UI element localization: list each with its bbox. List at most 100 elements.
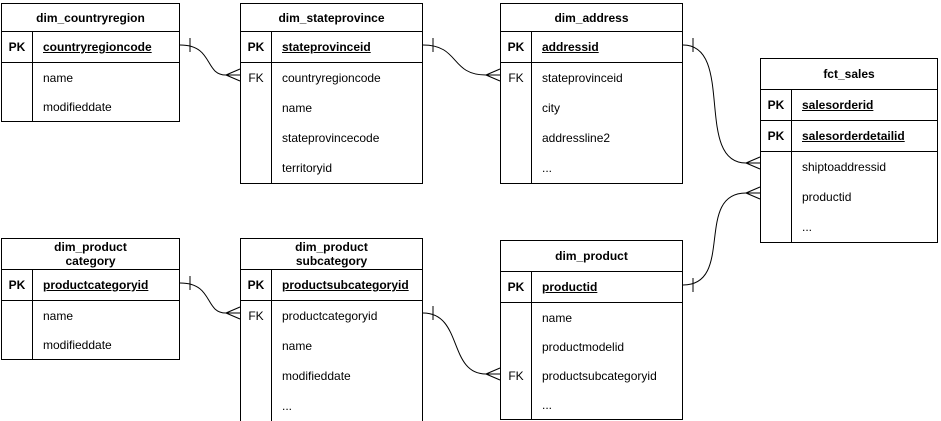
table-row[interactable]: productid	[761, 182, 937, 212]
table-row[interactable]: FK countryregioncode	[241, 63, 422, 93]
field-name: salesorderid	[802, 98, 874, 112]
key-label	[501, 332, 532, 361]
key-label	[241, 331, 272, 361]
key-label	[241, 391, 272, 421]
crow-foot-marker	[745, 186, 761, 200]
table-row[interactable]: stateprovincecode	[241, 123, 422, 153]
table-row[interactable]: PK salesorderdetailid	[761, 121, 937, 152]
crow-foot-marker	[225, 68, 241, 82]
key-label: PK	[761, 90, 792, 120]
entity-table-dim-productcategory[interactable]: dim_product category PK productcategoryi…	[1, 238, 180, 360]
field-name: shiptoaddressid	[802, 160, 887, 174]
key-label	[2, 330, 33, 359]
field-name: name	[282, 339, 313, 353]
key-label	[2, 92, 33, 121]
table-row[interactable]: city	[501, 93, 682, 123]
field-name: productsubcategoryid	[282, 278, 409, 292]
field-name: productcategoryid	[43, 278, 149, 292]
crow-foot-marker	[485, 68, 501, 82]
key-label: PK	[2, 270, 33, 300]
key-label: FK	[241, 63, 272, 93]
field-name: ...	[282, 399, 293, 413]
entity-table-fct-sales[interactable]: fct_sales PK salesorderid PK salesorderd…	[760, 58, 938, 243]
key-label	[761, 152, 792, 182]
entity-title: dim_product category	[2, 239, 179, 270]
table-row[interactable]: productmodelid	[501, 332, 682, 361]
entity-table-dim-stateprovince[interactable]: dim_stateprovince PK stateprovinceid FK …	[240, 3, 423, 184]
table-row[interactable]: FK productsubcategoryid	[501, 361, 682, 390]
table-row[interactable]: name	[2, 63, 179, 92]
table-row[interactable]: modifieddate	[241, 361, 422, 391]
key-label	[241, 93, 272, 123]
entity-title: dim_product	[501, 241, 682, 272]
table-row[interactable]: ...	[761, 212, 937, 242]
field-name: productid	[542, 280, 598, 294]
table-row[interactable]: PK productid	[501, 272, 682, 303]
field-name: stateprovinceid	[542, 71, 623, 85]
field-name: city	[542, 101, 560, 115]
field-name: modifieddate	[43, 337, 112, 352]
table-row[interactable]: ...	[501, 390, 682, 419]
key-label	[2, 301, 33, 330]
key-label: PK	[501, 272, 532, 302]
key-label	[241, 123, 272, 153]
key-label: FK	[501, 361, 532, 390]
key-label	[761, 212, 792, 242]
field-name: productcategoryid	[282, 309, 378, 323]
field-name: ...	[802, 220, 813, 234]
entity-title: dim_product subcategory	[241, 239, 422, 270]
table-row[interactable]: name	[2, 301, 179, 330]
table-row[interactable]: PK stateprovinceid	[241, 32, 422, 63]
field-name: productmodelid	[542, 339, 625, 354]
relationship-edge-stateprovince-address[interactable]	[422, 38, 501, 82]
entity-table-dim-productsubcategory[interactable]: dim_product subcategory PK productsubcat…	[240, 238, 423, 421]
table-row[interactable]: PK addressid	[501, 32, 682, 63]
field-name: addressline2	[542, 131, 611, 145]
entity-title: dim_countryregion	[2, 4, 179, 32]
field-name: stateprovincecode	[282, 131, 380, 145]
entity-table-dim-product[interactable]: dim_product PK productid name productmod…	[500, 240, 683, 420]
relationship-edge-countryregion-stateprovince[interactable]	[179, 38, 241, 82]
table-row[interactable]: PK productcategoryid	[2, 270, 179, 301]
field-name: ...	[542, 161, 553, 175]
field-name: modifieddate	[282, 369, 351, 383]
field-name: territoryid	[282, 161, 333, 175]
table-row[interactable]: PK countryregioncode	[2, 32, 179, 63]
key-label: PK	[501, 32, 532, 62]
key-label: PK	[241, 270, 272, 300]
key-label	[761, 182, 792, 212]
table-row[interactable]: FK productcategoryid	[241, 301, 422, 331]
key-label	[501, 390, 532, 419]
table-row[interactable]: ...	[501, 153, 682, 183]
table-row[interactable]: modifieddate	[2, 330, 179, 359]
relationship-edge-address-fctsales[interactable]	[682, 38, 761, 170]
table-row[interactable]: name	[501, 303, 682, 332]
field-name: productsubcategoryid	[542, 368, 657, 383]
field-name: stateprovinceid	[282, 40, 371, 54]
table-row[interactable]: territoryid	[241, 153, 422, 183]
table-row[interactable]: addressline2	[501, 123, 682, 153]
field-name: name	[542, 310, 573, 325]
entity-table-dim-address[interactable]: dim_address PK addressid FK stateprovinc…	[500, 3, 683, 184]
relationship-edge-category-subcategory[interactable]	[179, 276, 241, 320]
table-row[interactable]: name	[241, 93, 422, 123]
table-row[interactable]: PK productsubcategoryid	[241, 270, 422, 301]
key-label	[501, 153, 532, 183]
field-name: countryregioncode	[282, 71, 381, 85]
field-name: name	[43, 308, 74, 323]
table-row[interactable]: PK salesorderid	[761, 90, 937, 121]
table-row[interactable]: shiptoaddressid	[761, 152, 937, 182]
key-label	[501, 93, 532, 123]
entity-title: fct_sales	[761, 59, 937, 90]
entity-table-dim-countryregion[interactable]: dim_countryregion PK countryregioncode n…	[1, 3, 180, 122]
table-row[interactable]: FK stateprovinceid	[501, 63, 682, 93]
table-row[interactable]: modifieddate	[2, 92, 179, 121]
key-label: PK	[2, 32, 33, 62]
table-row[interactable]: ...	[241, 391, 422, 421]
key-label: FK	[501, 63, 532, 93]
relationship-edge-subcategory-product[interactable]	[422, 306, 501, 381]
table-row[interactable]: name	[241, 331, 422, 361]
relationship-edge-product-fctsales[interactable]	[682, 186, 761, 292]
